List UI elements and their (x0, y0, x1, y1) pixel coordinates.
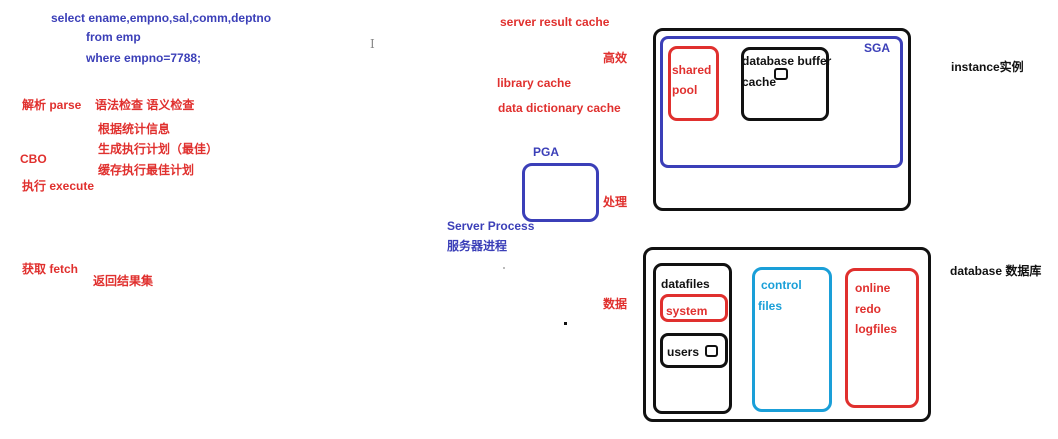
step-execute: 执行 execute (22, 179, 95, 193)
pga-box (522, 163, 599, 222)
text-cursor-icon: I (370, 37, 375, 51)
shared-pool-label-2: pool (672, 83, 698, 97)
step-cache-plan: 缓存执行最佳计划 (98, 163, 195, 177)
instance-label: instance实例 (951, 60, 1024, 74)
database-box (643, 247, 931, 422)
users-tablespace-label: users (667, 345, 700, 359)
database-label: database 数据库 (950, 264, 1042, 278)
step-parse: 解析 parse (22, 98, 82, 112)
control-files-label-1: control (761, 278, 802, 292)
shared-pool-box (668, 46, 719, 121)
buffer-cache-label-2: cache (742, 75, 777, 89)
sga-box (660, 36, 903, 168)
system-tablespace-box (660, 294, 728, 322)
step-cbo: CBO (20, 152, 47, 166)
redo-logfiles-label-1: online (855, 281, 891, 295)
step-check: 语法检查 语义检查 (95, 98, 195, 112)
step-plan: 生成执行计划（最佳） (98, 142, 219, 156)
dot-mark (564, 322, 567, 325)
sga-label: SGA (864, 41, 891, 55)
server-result-cache-label: server result cache (500, 15, 610, 29)
control-files-box (752, 267, 832, 412)
pga-label: PGA (533, 145, 560, 159)
users-block-icon (705, 345, 718, 357)
step-fetch: 获取 fetch (22, 262, 79, 276)
shared-pool-label-1: shared (672, 63, 712, 77)
instance-box (653, 28, 911, 211)
buffer-cache-label-1: database buffer (742, 54, 832, 68)
datafiles-label: datafiles (661, 277, 710, 291)
buffer-block-icon (774, 68, 788, 80)
handle-label: 处理 (603, 195, 628, 209)
redo-logfiles-box (845, 268, 919, 408)
efficient-label: 高效 (603, 51, 628, 65)
redo-logfiles-label-3: logfiles (855, 322, 898, 336)
sql-line-3: where empno=7788; (86, 51, 202, 65)
step-return: 返回结果集 (93, 274, 154, 288)
sql-line-1: select ename,empno,sal,comm,deptno (51, 11, 272, 25)
users-tablespace-box (660, 333, 728, 368)
datafiles-box (653, 263, 732, 414)
control-files-label-2: files (758, 299, 783, 313)
data-label: 数据 (603, 297, 628, 311)
sql-line-2: from emp (86, 30, 141, 44)
library-cache-label: library cache (497, 76, 572, 90)
redo-logfiles-label-2: redo (855, 302, 882, 316)
data-dictionary-cache-label: data dictionary cache (498, 101, 621, 115)
server-process-cn-label: 服务器进程 (447, 239, 508, 253)
step-stats: 根据统计信息 (98, 122, 171, 136)
dot-mark (503, 267, 505, 269)
buffer-cache-box (741, 47, 829, 121)
server-process-label: Server Process (447, 219, 535, 233)
system-tablespace-label: system (666, 304, 708, 318)
